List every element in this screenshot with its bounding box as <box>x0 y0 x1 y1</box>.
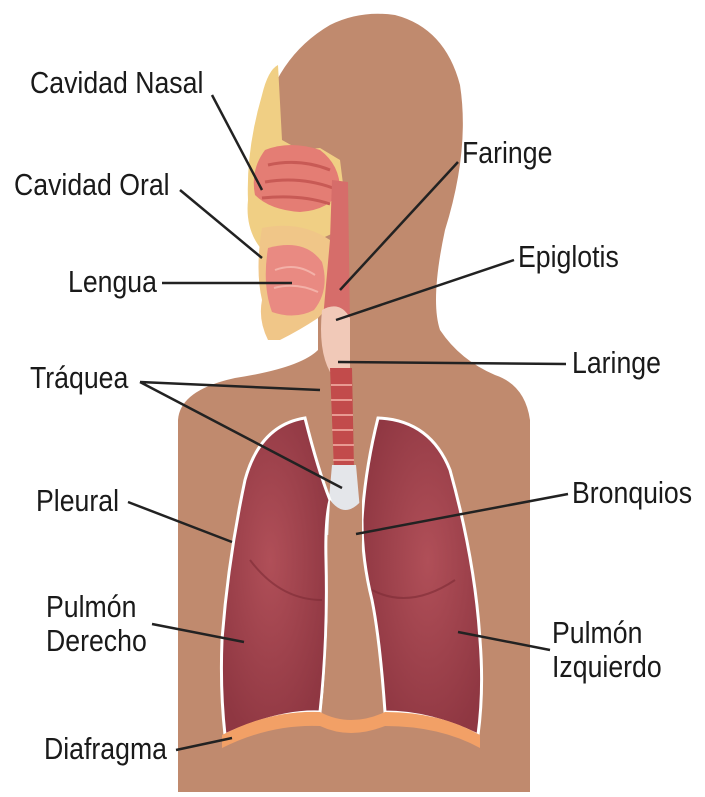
label-pulmon-derecho-line2: Derecho <box>46 624 147 657</box>
label-epiglotis: Epiglotis <box>518 240 619 274</box>
label-pulmon-izquierdo-line2: Izquierdo <box>552 650 662 683</box>
label-cavidad-nasal: Cavidad Nasal <box>30 66 203 100</box>
label-lengua: Lengua <box>68 265 157 299</box>
label-pulmon-izquierdo-line1: Pulmón <box>552 616 642 649</box>
label-traquea: Tráquea <box>30 361 128 395</box>
label-faringe: Faringe <box>462 136 552 170</box>
abdomen <box>200 748 510 792</box>
label-laringe: Laringe <box>572 346 661 380</box>
tongue <box>266 245 325 315</box>
label-cavidad-oral: Cavidad Oral <box>14 168 170 202</box>
trachea <box>330 368 354 470</box>
label-bronquios: Bronquios <box>572 476 692 510</box>
label-diafragma: Diafragma <box>44 732 167 766</box>
label-pleural: Pleural <box>36 484 119 518</box>
label-pulmon-derecho-line1: Pulmón <box>46 590 136 623</box>
